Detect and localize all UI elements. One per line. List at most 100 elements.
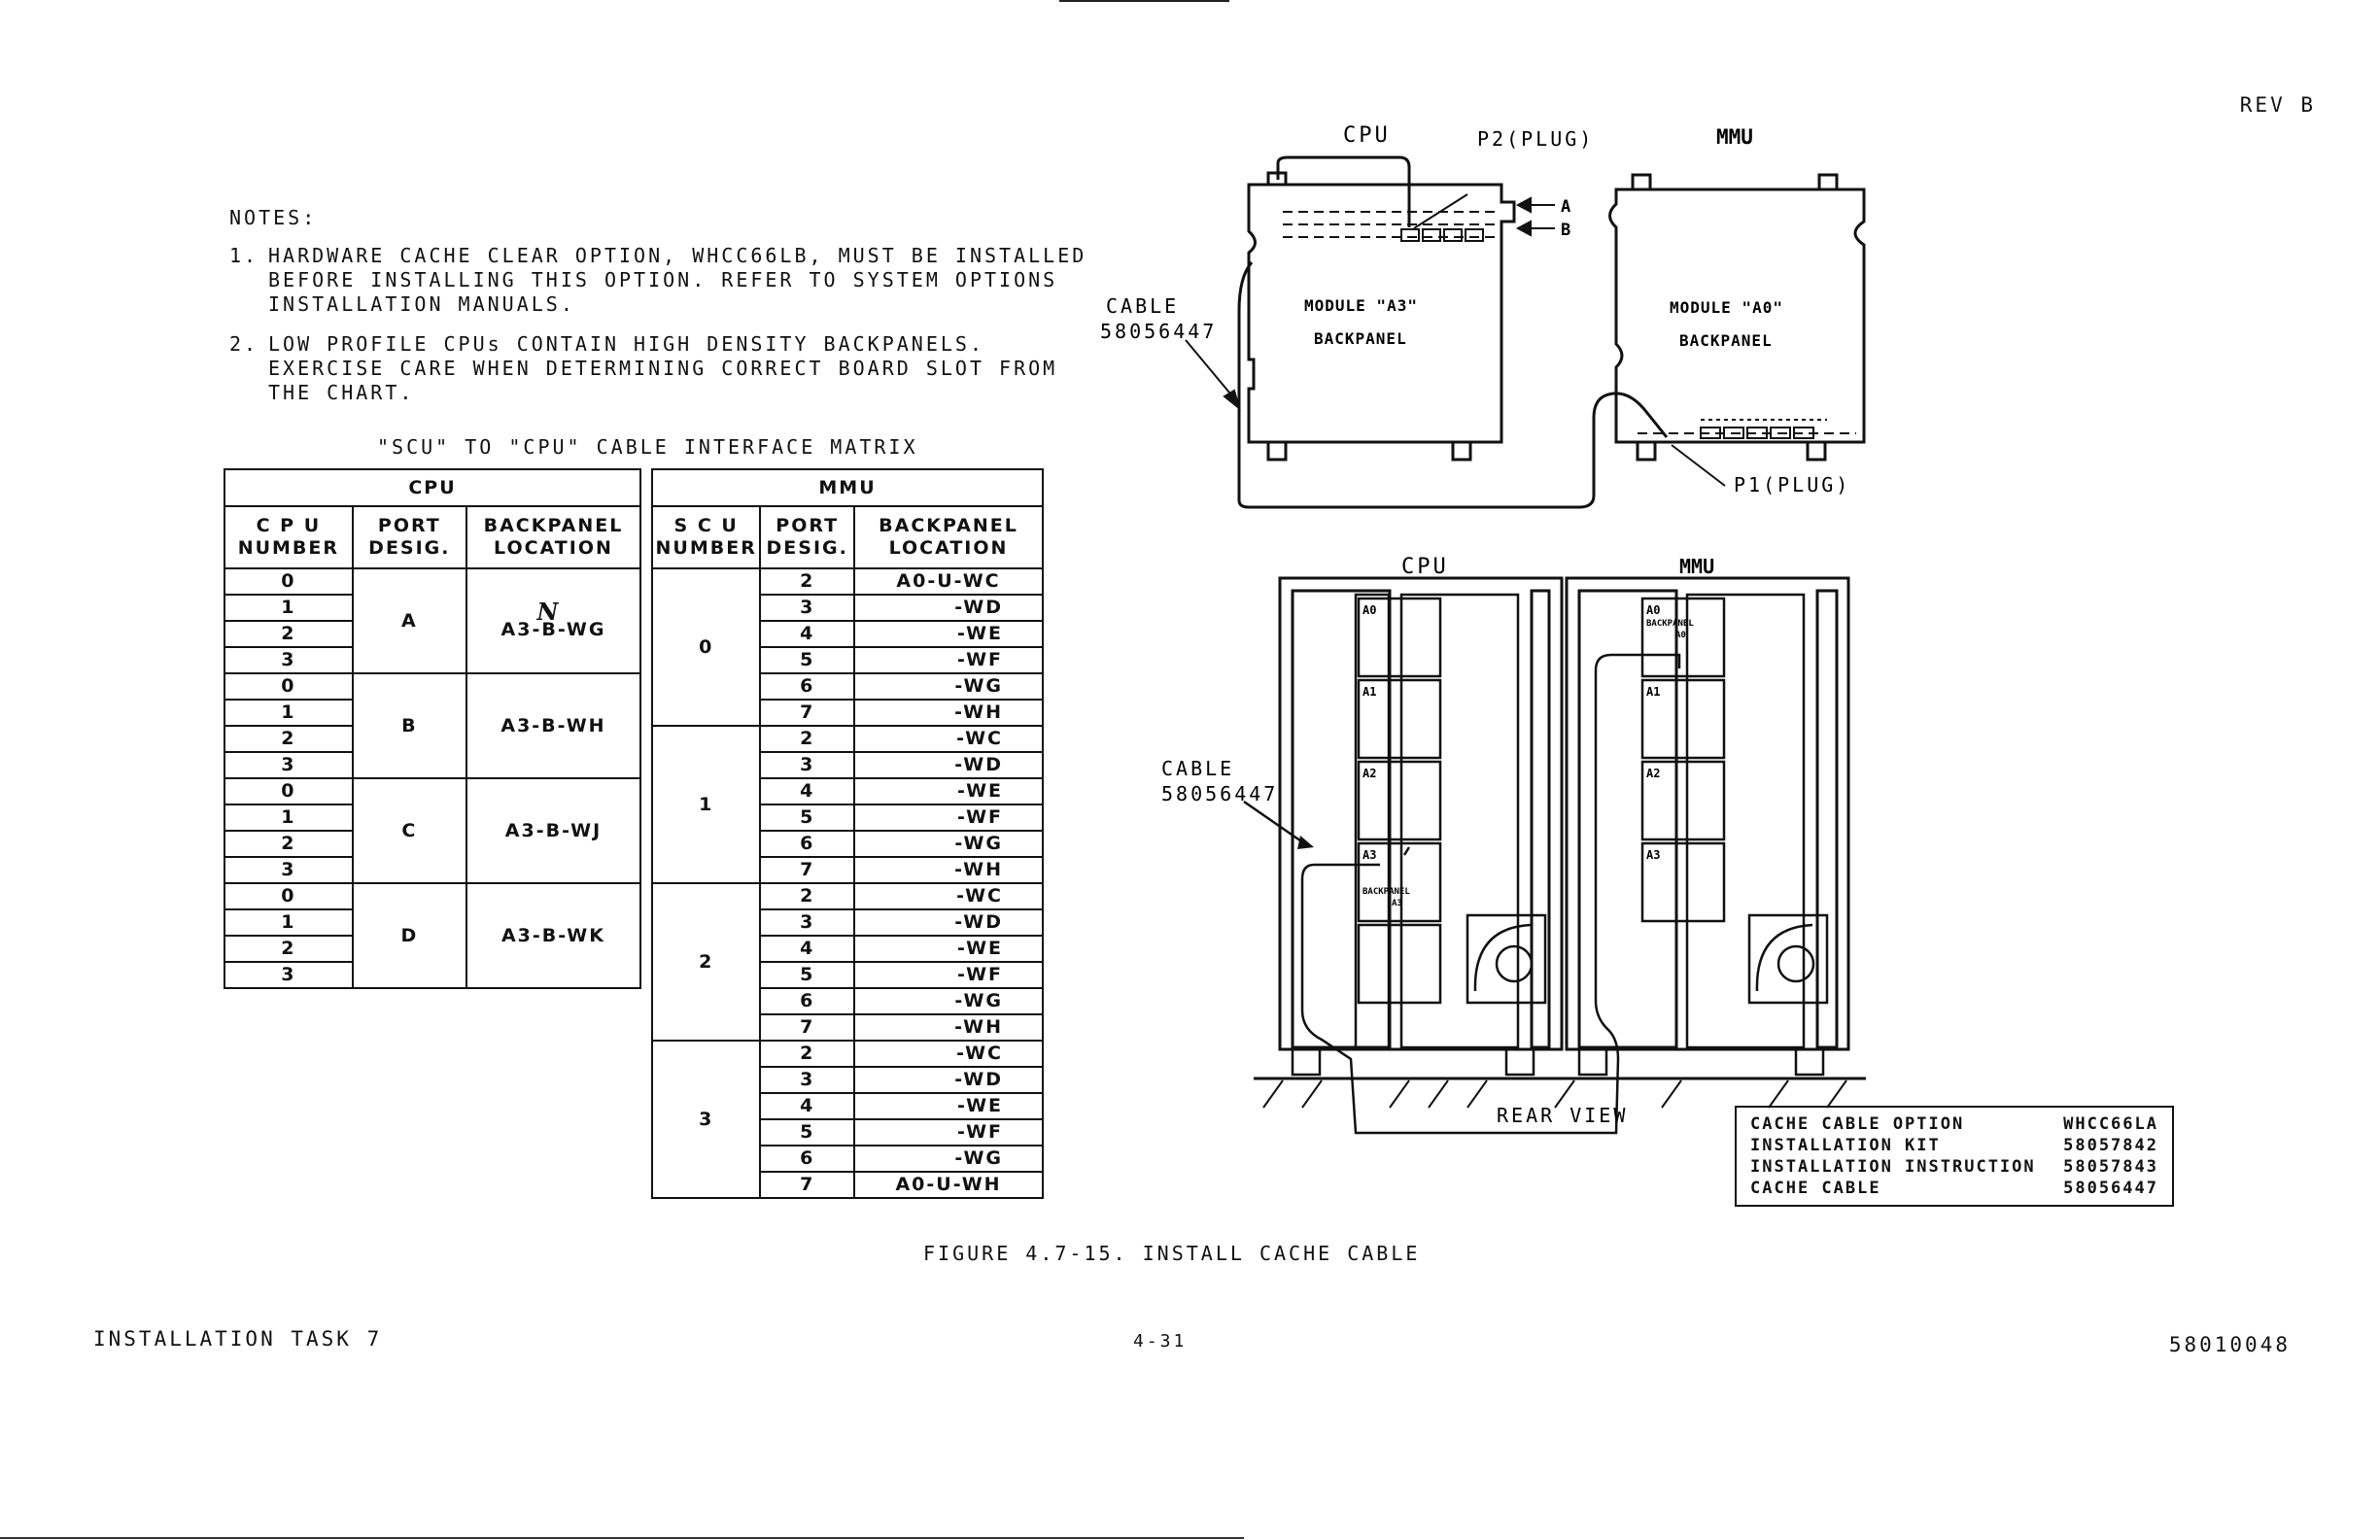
footer-task: INSTALLATION TASK 7 [93, 1327, 383, 1351]
port-designation-cell: 5 [759, 646, 856, 674]
cpu-number-cell: 0 [224, 882, 354, 910]
column-header-line: LOCATION [494, 537, 613, 559]
scu-number-cell: 0 [650, 567, 762, 727]
note-1-line: BEFORE INSTALLING THIS OPTION. REFER TO … [268, 268, 1058, 291]
footer-page-number: 4-31 [1133, 1331, 1188, 1352]
table-row: 4-WE [652, 935, 1044, 963]
cpu-backpanel-id: A3 [1392, 899, 1402, 908]
table-row: 1 [224, 804, 640, 832]
port-designation-cell: 4 [759, 1092, 856, 1120]
backpanel-module-diagram: CPU P2(PLUG) MMU A B CABLE 58056447 MODU… [1100, 123, 1866, 509]
figure-caption: FIGURE 4.7-15. INSTALL CACHE CABLE [923, 1242, 1421, 1265]
table-row: 7-WH [652, 699, 1044, 727]
cpu-number-cell: 1 [224, 699, 354, 727]
scu-number-cell: 2 [650, 882, 762, 1042]
table-row: 4-WE [652, 620, 1044, 648]
table-row: 7-WH [652, 1013, 1044, 1042]
backpanel-location-cell: -WD [853, 1066, 1044, 1094]
row-b-label: B [1561, 221, 1570, 240]
handwritten-mark: N [536, 597, 561, 626]
backpanel-location-cell: -WC [853, 1040, 1044, 1068]
backpanel-location-cell: A0-U-WH [853, 1171, 1044, 1199]
note-1-line: INSTALLATION MANUALS. [268, 292, 575, 316]
column-header-line: LOCATION [888, 537, 1009, 559]
port-designation-cell: 2 [759, 882, 856, 910]
cpu-slot-label: A3 [1362, 848, 1376, 862]
backpanel-location-cell: -WC [853, 725, 1044, 753]
mmu-slot-label: A0 [1646, 603, 1660, 617]
top-mmu-label: MMU [1716, 125, 1753, 149]
table-row: 3-WD [652, 1066, 1044, 1094]
p2-plug-label: P2(PLUG) [1477, 127, 1594, 151]
rear-cpu-label: CPU [1401, 555, 1449, 579]
cpu-number-cell: 0 [224, 777, 354, 805]
mmu-slot-label: A2 [1646, 767, 1660, 780]
port-designation-cell: 2 [759, 567, 856, 596]
legend-item-label: INSTALLATION INSTRUCTION [1750, 1157, 2036, 1177]
table-row: 1 [224, 908, 640, 937]
mmu-slot-label: A1 [1646, 685, 1660, 699]
table-row: 6-WG [652, 830, 1044, 858]
matrix-title: "SCU" TO "CPU" CABLE INTERFACE MATRIX [377, 435, 918, 459]
note-2-line: EXERCISE CARE WHEN DETERMINING CORRECT B… [268, 357, 1058, 380]
table-row: 2 [224, 620, 640, 648]
legend-item-value: 58057843 [2063, 1157, 2158, 1177]
port-designation-cell: 7 [759, 1013, 856, 1042]
table-row: 1 [224, 699, 640, 727]
backpanel-location-cell: -WH [853, 1013, 1044, 1042]
port-designation-cell: B [351, 672, 467, 779]
backpanel-location-cell: -WH [853, 856, 1044, 884]
column-header-line: C P U [256, 515, 322, 536]
backpanel-location-cell: -WG [853, 1145, 1044, 1173]
module-a0-label: MODULE "A0" [1670, 298, 1783, 317]
rear-view-diagram: CPU MMU CABLE 58056447 A0 A1 A2 A3 BACKP… [1161, 555, 1866, 1135]
port-designation-cell: 6 [759, 672, 856, 701]
port-designation-cell: 3 [759, 1066, 856, 1094]
cpu-number-cell: 3 [224, 646, 354, 674]
backpanel-location-text: A3-B-WG [500, 618, 606, 640]
table-row: 3-WD [652, 594, 1044, 622]
cpu-number-cell: 3 [224, 961, 354, 989]
port-designation-cell: 4 [759, 620, 856, 648]
rear-cable-label: CABLE [1161, 757, 1234, 780]
cpu-number-cell: 2 [224, 935, 354, 963]
top-cable-label: CABLE [1106, 294, 1179, 318]
note-2-line: LOW PROFILE CPUs CONTAIN HIGH DENSITY BA… [268, 332, 985, 356]
legend-item-value: 58057842 [2063, 1136, 2158, 1155]
backpanel-location-text: A3-B-WH [500, 714, 606, 736]
scan-edge-line [0, 1537, 1244, 1539]
cpu-group-header: CPU [224, 468, 641, 507]
port-designation-cell: 4 [759, 935, 856, 963]
backpanel-location-text: A3-B-WK [500, 924, 605, 946]
table-row: 2 [224, 935, 640, 963]
column-header-line: BACKPANEL [483, 515, 624, 536]
port-designation-cell: 7 [759, 699, 856, 727]
p1-plug-label: P1(PLUG) [1734, 473, 1850, 496]
table-row: 3 [224, 751, 640, 779]
scu-number-cell: 3 [650, 1040, 762, 1199]
port-designation-cell: 2 [759, 725, 856, 753]
table-row: 5-WF [652, 804, 1044, 832]
legend-item-value: 58056447 [2063, 1179, 2158, 1198]
port-designation-cell: C [351, 777, 467, 884]
note-2-line: THE CHART. [268, 381, 415, 404]
port-designation-cell: 7 [759, 1171, 856, 1199]
table-row: 3 [224, 646, 640, 674]
backpanel-location-cell: -WD [853, 594, 1044, 622]
backpanel-location-cell: -WE [853, 777, 1044, 805]
cpu-number-cell: 0 [224, 672, 354, 701]
note-2-number: 2. [229, 332, 259, 356]
backpanel-location-cell: -WE [853, 620, 1044, 648]
